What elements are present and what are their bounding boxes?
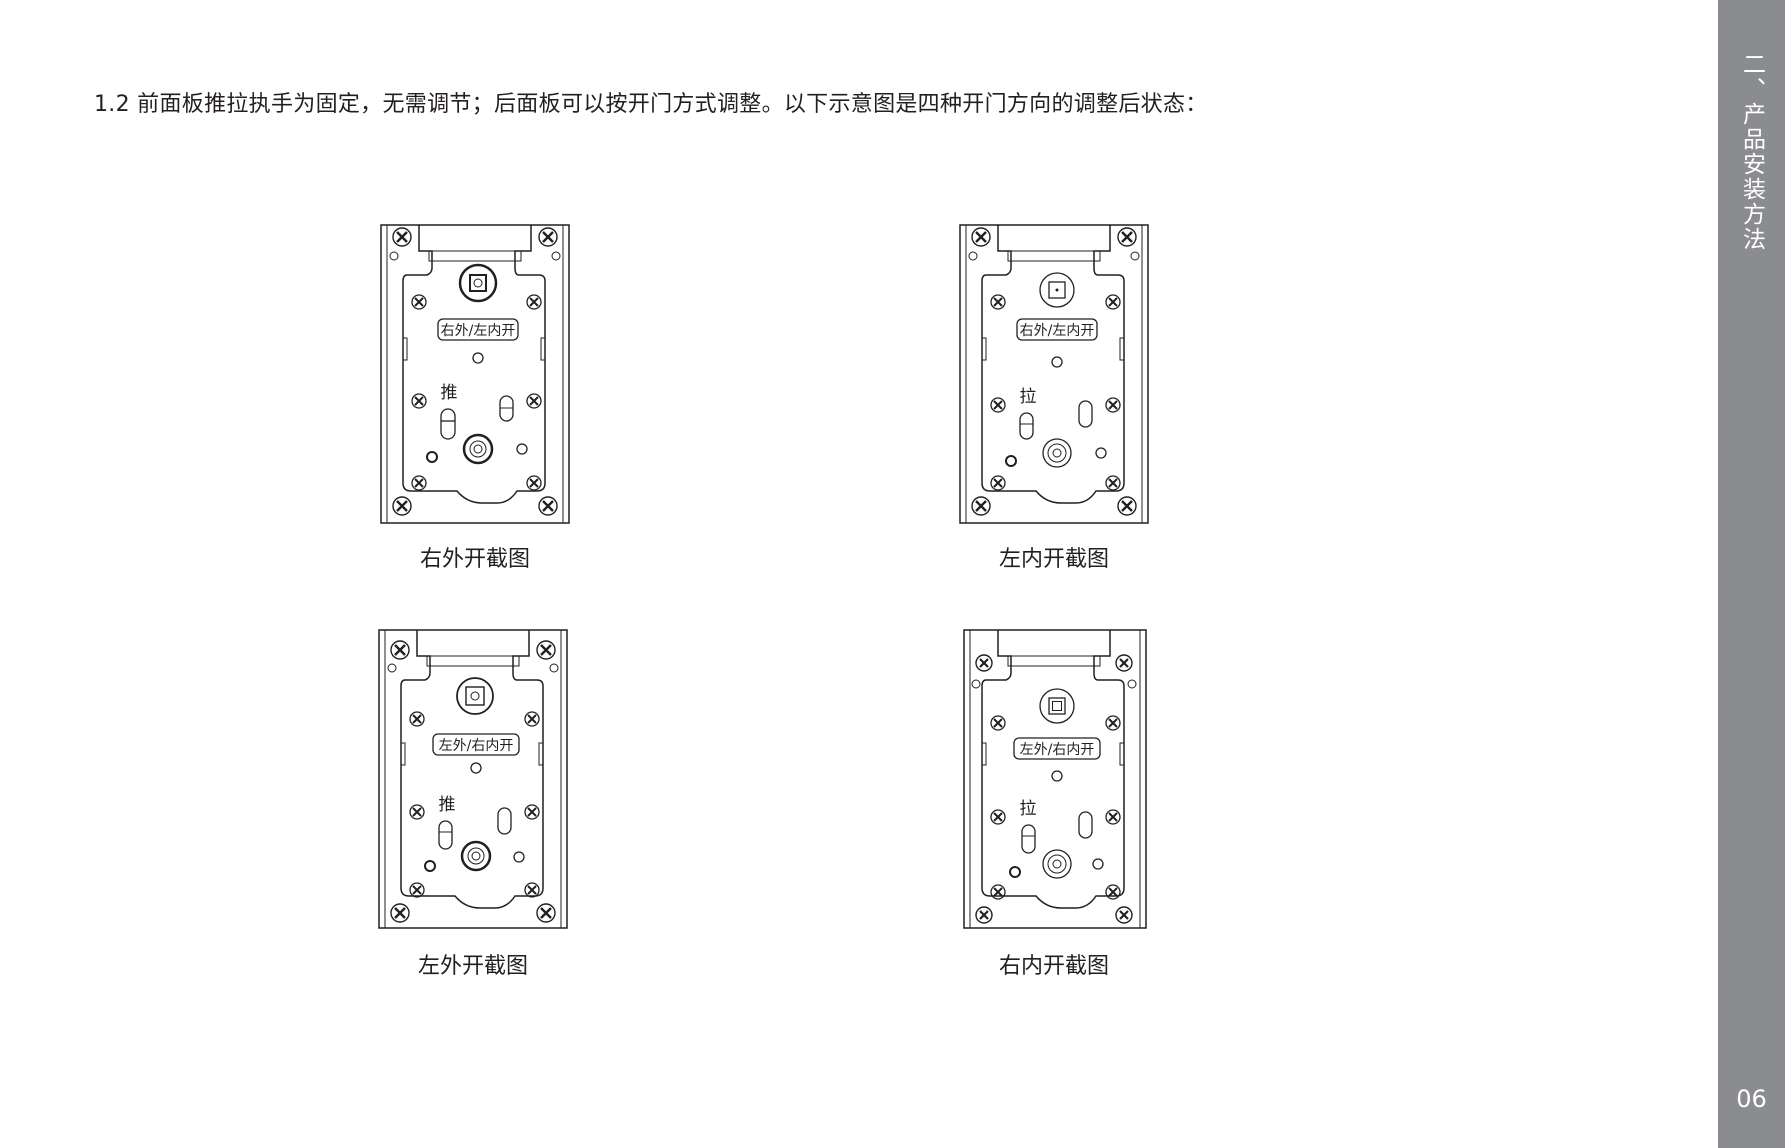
lock-body-diagram: 左外/右内开 拉	[963, 629, 1147, 929]
cylinder-hole-icon	[462, 433, 494, 465]
lock-figure-right-outward: 右外/左内开 推 右外开截图	[375, 223, 575, 572]
screw-icon	[1105, 884, 1121, 900]
lock-outline	[959, 224, 1149, 524]
lock-figure-right-inward: 左外/右内开 拉 右内开截图	[954, 628, 1154, 979]
screw-icon	[1105, 715, 1121, 731]
action-label: 推	[439, 795, 456, 815]
plate-label: 左外/右内开	[1020, 742, 1095, 758]
screw-icon	[526, 294, 542, 310]
screw-icon	[1115, 654, 1133, 672]
screw-icon	[975, 906, 993, 924]
screw-icon	[971, 227, 991, 247]
screw-icon	[990, 397, 1006, 413]
screw-icon	[1105, 294, 1121, 310]
figure-caption: 右外开截图	[419, 547, 530, 572]
lock-figure-left-inward: 右外/左内开 拉 左内开截图	[954, 223, 1154, 572]
screw-icon	[409, 882, 425, 898]
lock-outline	[378, 629, 568, 929]
screw-icon	[975, 654, 993, 672]
screw-icon	[971, 496, 991, 516]
cylinder-hole-icon	[460, 840, 492, 872]
screw-icon	[538, 227, 558, 247]
screw-icon	[409, 711, 425, 727]
figure-caption: 右内开截图	[998, 954, 1109, 979]
screw-icon	[392, 227, 412, 247]
screw-icon	[990, 294, 1006, 310]
section-title: 二、产品安装方法	[1738, 52, 1765, 252]
lock-figure-left-outward: 左外/右内开 推 左外开截图	[373, 628, 573, 979]
section-sidebar: 二、产品安装方法 06	[1718, 0, 1785, 1148]
screw-icon	[524, 882, 540, 898]
screw-icon	[536, 903, 556, 923]
page-number: 06	[1736, 1085, 1767, 1113]
lock-outline	[963, 629, 1147, 929]
screw-icon	[1105, 809, 1121, 825]
intro-text: 1.2 前面板推拉执手为固定，无需调节；后面板可以按开门方式调整。以下示意图是四…	[94, 92, 1208, 117]
action-label: 拉	[1020, 387, 1037, 407]
screw-icon	[538, 496, 558, 516]
screw-icon	[1105, 475, 1121, 491]
screw-icon	[526, 475, 542, 491]
plate-label: 右外/左内开	[1020, 323, 1095, 339]
screw-icon	[990, 809, 1006, 825]
screw-icon	[1105, 397, 1121, 413]
plate-label: 左外/右内开	[439, 738, 514, 754]
screw-icon	[411, 475, 427, 491]
screw-icon	[390, 903, 410, 923]
action-label: 推	[441, 383, 458, 403]
screw-icon	[536, 640, 556, 660]
cylinder-hole-icon	[1042, 849, 1072, 879]
screw-icon	[524, 804, 540, 820]
screw-icon	[990, 715, 1006, 731]
figure-caption: 左内开截图	[998, 547, 1109, 572]
lock-body-diagram: 右外/左内开 推	[380, 224, 570, 524]
plate-label: 右外/左内开	[441, 323, 516, 339]
screw-icon	[526, 393, 542, 409]
screw-icon	[390, 640, 410, 660]
spindle-hub-icon	[1039, 688, 1075, 724]
screw-icon	[524, 711, 540, 727]
screw-icon	[990, 884, 1006, 900]
lock-body-diagram: 左外/右内开 推	[378, 629, 568, 929]
spindle-hub-icon	[1039, 272, 1075, 308]
screw-icon	[411, 294, 427, 310]
cylinder-hole-icon	[1042, 438, 1072, 468]
figure-caption: 左外开截图	[417, 954, 528, 979]
screw-icon	[392, 496, 412, 516]
screw-icon	[1117, 496, 1137, 516]
screw-icon	[409, 804, 425, 820]
screw-icon	[990, 475, 1006, 491]
spindle-hub-icon	[458, 263, 498, 303]
action-label: 拉	[1020, 799, 1037, 819]
screw-icon	[1115, 906, 1133, 924]
lock-body-diagram: 右外/左内开 拉	[959, 224, 1149, 524]
screw-icon	[411, 393, 427, 409]
lock-outline	[380, 224, 570, 524]
screw-icon	[1117, 227, 1137, 247]
spindle-hub-icon	[456, 677, 494, 715]
